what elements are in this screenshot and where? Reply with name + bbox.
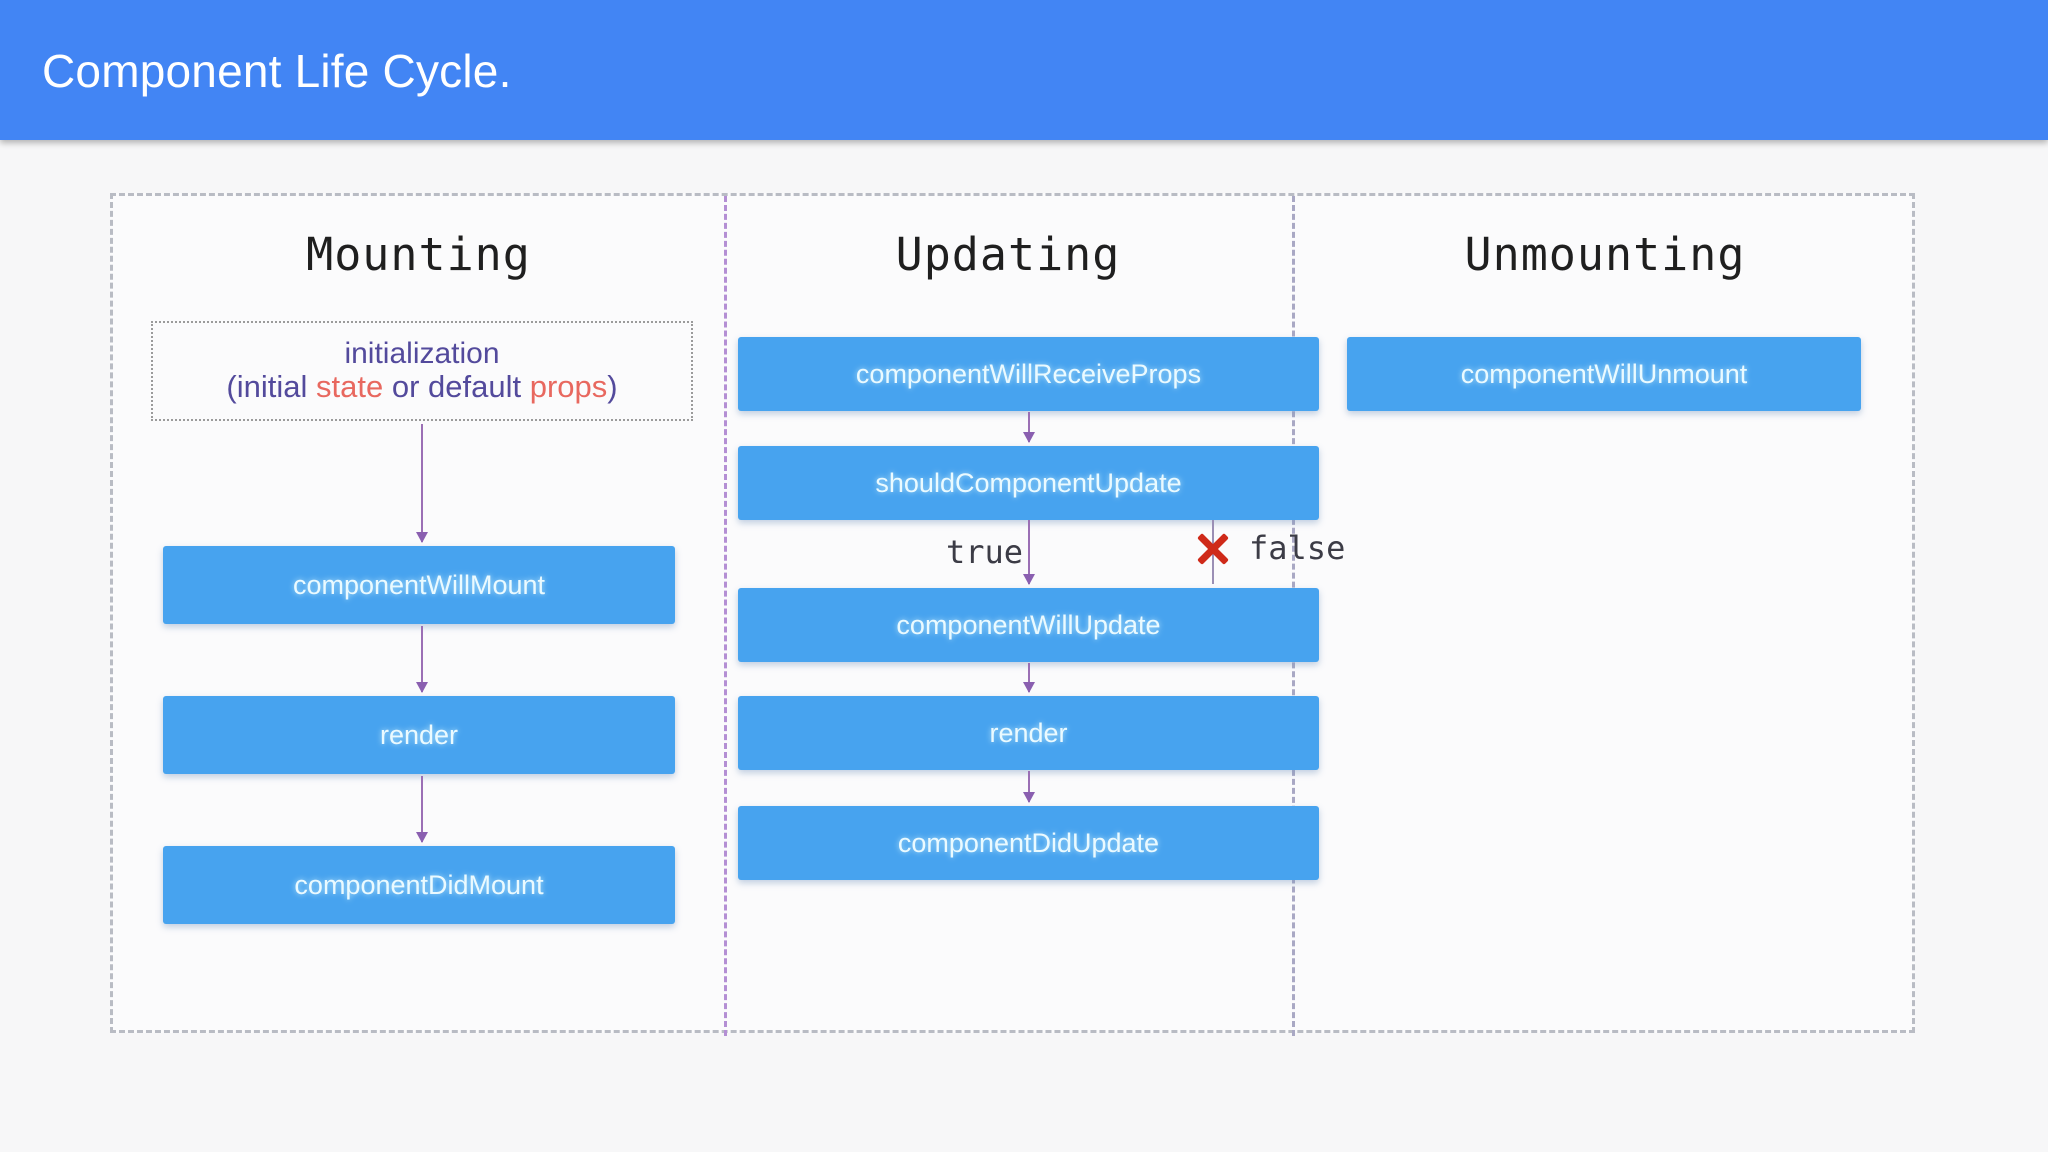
column-title-mounting: Mounting: [306, 228, 531, 281]
initialization-middle: or default: [383, 369, 530, 405]
column-updating: Updating componentWillReceiveProps shoul…: [724, 196, 1345, 1036]
lifecycle-box-component-did-mount[interactable]: componentDidMount: [163, 846, 675, 924]
initialization-line-2: (initial state or default props): [226, 370, 617, 404]
initialization-box: initialization (initial state or default…: [151, 321, 693, 421]
lifecycle-box-component-will-mount[interactable]: componentWillMount: [163, 546, 675, 624]
lifecycle-box-component-will-unmount[interactable]: componentWillUnmount: [1347, 337, 1861, 411]
keyword-props: props: [529, 369, 608, 405]
column-title-updating: Updating: [895, 228, 1121, 281]
lifecycle-box-component-will-update[interactable]: componentWillUpdate: [738, 588, 1319, 662]
arrow-render-to-didupdate: [1023, 771, 1035, 803]
initialization-line-1: initialization: [344, 337, 500, 371]
lifecycle-box-should-component-update[interactable]: shouldComponentUpdate: [738, 446, 1319, 520]
branch-label-true: true: [946, 533, 1024, 571]
lifecycle-box-component-will-receive-props[interactable]: componentWillReceiveProps: [738, 337, 1319, 411]
branch-label-false: false: [1249, 529, 1346, 567]
keyword-state: state: [316, 369, 384, 405]
lifecycle-diagram: Mounting initialization (initial state o…: [110, 193, 1918, 1036]
x-mark-icon: [1192, 528, 1234, 570]
arrow-shouldupdate-true-branch: [1023, 520, 1035, 585]
arrow-willreceiveprops-to-shouldupdate: [1023, 412, 1035, 443]
initialization-suffix: ): [607, 369, 618, 405]
lifecycle-box-render-mounting[interactable]: render: [163, 696, 675, 774]
column-mounting: Mounting initialization (initial state o…: [113, 196, 724, 1036]
lifecycle-box-component-did-update[interactable]: componentDidUpdate: [738, 806, 1319, 880]
column-divider-mounting-updating: [724, 196, 727, 1036]
column-unmounting: Unmounting componentWillUnmount: [1292, 196, 1918, 1036]
app-header-bar: Component Life Cycle.: [0, 0, 2048, 140]
lifecycle-box-render-updating[interactable]: render: [738, 696, 1319, 770]
column-title-unmounting: Unmounting: [1464, 228, 1746, 281]
arrow-init-to-willmount: [416, 424, 428, 543]
arrow-render-to-didmount: [416, 776, 428, 843]
initialization-prefix: (initial: [226, 369, 316, 405]
arrow-willmount-to-render: [416, 626, 428, 693]
page-title: Component Life Cycle.: [42, 45, 512, 97]
arrow-willupdate-to-render: [1023, 663, 1035, 693]
